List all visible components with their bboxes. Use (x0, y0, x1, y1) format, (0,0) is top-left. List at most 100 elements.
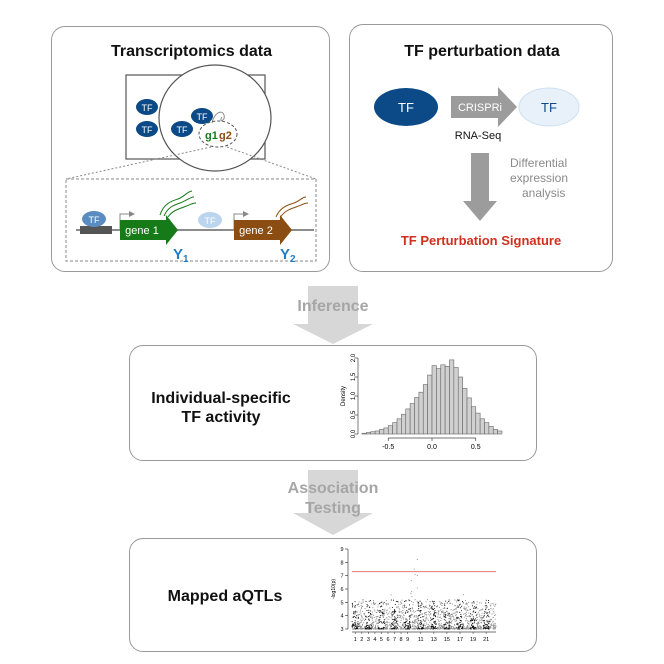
snp-point (393, 611, 395, 613)
snp-point (394, 625, 396, 627)
snp-point (482, 620, 484, 622)
snp-point (433, 615, 435, 617)
snp-point (420, 604, 422, 606)
snp-point (450, 621, 453, 623)
histogram-bar (453, 367, 459, 435)
snp-point (448, 618, 450, 620)
snp-point (483, 614, 485, 616)
snp-point (404, 621, 407, 623)
snp-point (432, 607, 434, 609)
snp-point (361, 618, 363, 620)
snp-point (396, 618, 398, 620)
snp-point (375, 624, 377, 626)
snp-point (478, 619, 481, 621)
x-tick-label: 5 (380, 637, 383, 643)
snp-point (425, 622, 427, 624)
snp-point (415, 627, 417, 629)
snp-point (463, 606, 465, 608)
snp-point (445, 624, 447, 626)
snp-point (427, 619, 429, 621)
snp-point (402, 611, 404, 613)
snp-point (401, 618, 403, 620)
snp-point (371, 628, 373, 630)
snp-point (371, 619, 373, 621)
snp-point (381, 622, 383, 624)
snp-point (491, 625, 493, 627)
snp-point (479, 609, 481, 611)
snp-point (358, 628, 360, 630)
snp-point (358, 624, 360, 626)
snp-point (418, 614, 420, 616)
snp-point (462, 627, 464, 629)
snp-point (389, 616, 391, 618)
snp-point (451, 613, 453, 615)
snp-point (356, 615, 358, 617)
snp-point (385, 603, 387, 605)
snp-point (454, 608, 456, 610)
snp-point (459, 622, 461, 624)
snp-point (423, 623, 425, 625)
snp-point (354, 606, 356, 608)
snp-point (409, 621, 411, 623)
snp-point (486, 624, 488, 626)
snp-point (443, 614, 445, 616)
x-tick-label: 11 (418, 637, 424, 643)
snp-point (411, 600, 413, 603)
snp-point (352, 605, 354, 607)
snp-point (477, 611, 479, 613)
snp-point (445, 619, 447, 621)
snp-point (472, 625, 474, 627)
snp-point (388, 618, 390, 620)
snp-point (363, 618, 365, 620)
snp-point (466, 615, 468, 618)
snp-point (381, 613, 383, 615)
snp-point (432, 625, 434, 627)
snp-point (375, 628, 377, 630)
snp-point (427, 626, 429, 629)
snp-point (382, 603, 384, 605)
snp-point (408, 622, 410, 624)
snp-point (409, 600, 411, 602)
snp-point (480, 625, 482, 627)
snp-point (418, 602, 420, 604)
snp-point (406, 619, 408, 621)
snp-point (395, 628, 397, 630)
snp-point (459, 625, 461, 627)
snp-point (395, 600, 397, 602)
snp-point (406, 625, 408, 627)
snp-point (444, 604, 446, 606)
snp-point (485, 627, 487, 629)
snp-point (465, 613, 467, 616)
snp-point (468, 627, 470, 629)
snp-point (458, 606, 460, 608)
gene2-label: gene 2 (239, 225, 273, 237)
snp-point (369, 600, 372, 602)
snp-point (450, 617, 452, 619)
snp-point (449, 602, 451, 604)
snp-point (383, 601, 385, 603)
snp-point (489, 620, 491, 622)
snp-point (489, 604, 491, 606)
snp-point (405, 606, 407, 608)
snp-point (433, 628, 435, 630)
x-tick-label: 2 (360, 637, 363, 643)
snp-point (368, 619, 370, 621)
snp-point (474, 611, 476, 613)
snp-point (417, 609, 419, 611)
snp-point (399, 626, 401, 628)
snp-point (458, 604, 461, 606)
snp-point (406, 609, 408, 612)
snp-point (483, 612, 485, 614)
snp-point (475, 620, 477, 622)
tf-perturbed (518, 87, 580, 127)
snp-point (470, 618, 473, 620)
snp-point (471, 605, 473, 607)
snp-point (473, 606, 476, 608)
snp-point (466, 622, 469, 624)
snp-point (449, 628, 451, 630)
snp-point (425, 628, 427, 630)
snp-point (471, 618, 473, 620)
snp-point (398, 603, 400, 605)
snp-point (421, 613, 423, 615)
snp-point (375, 620, 377, 622)
